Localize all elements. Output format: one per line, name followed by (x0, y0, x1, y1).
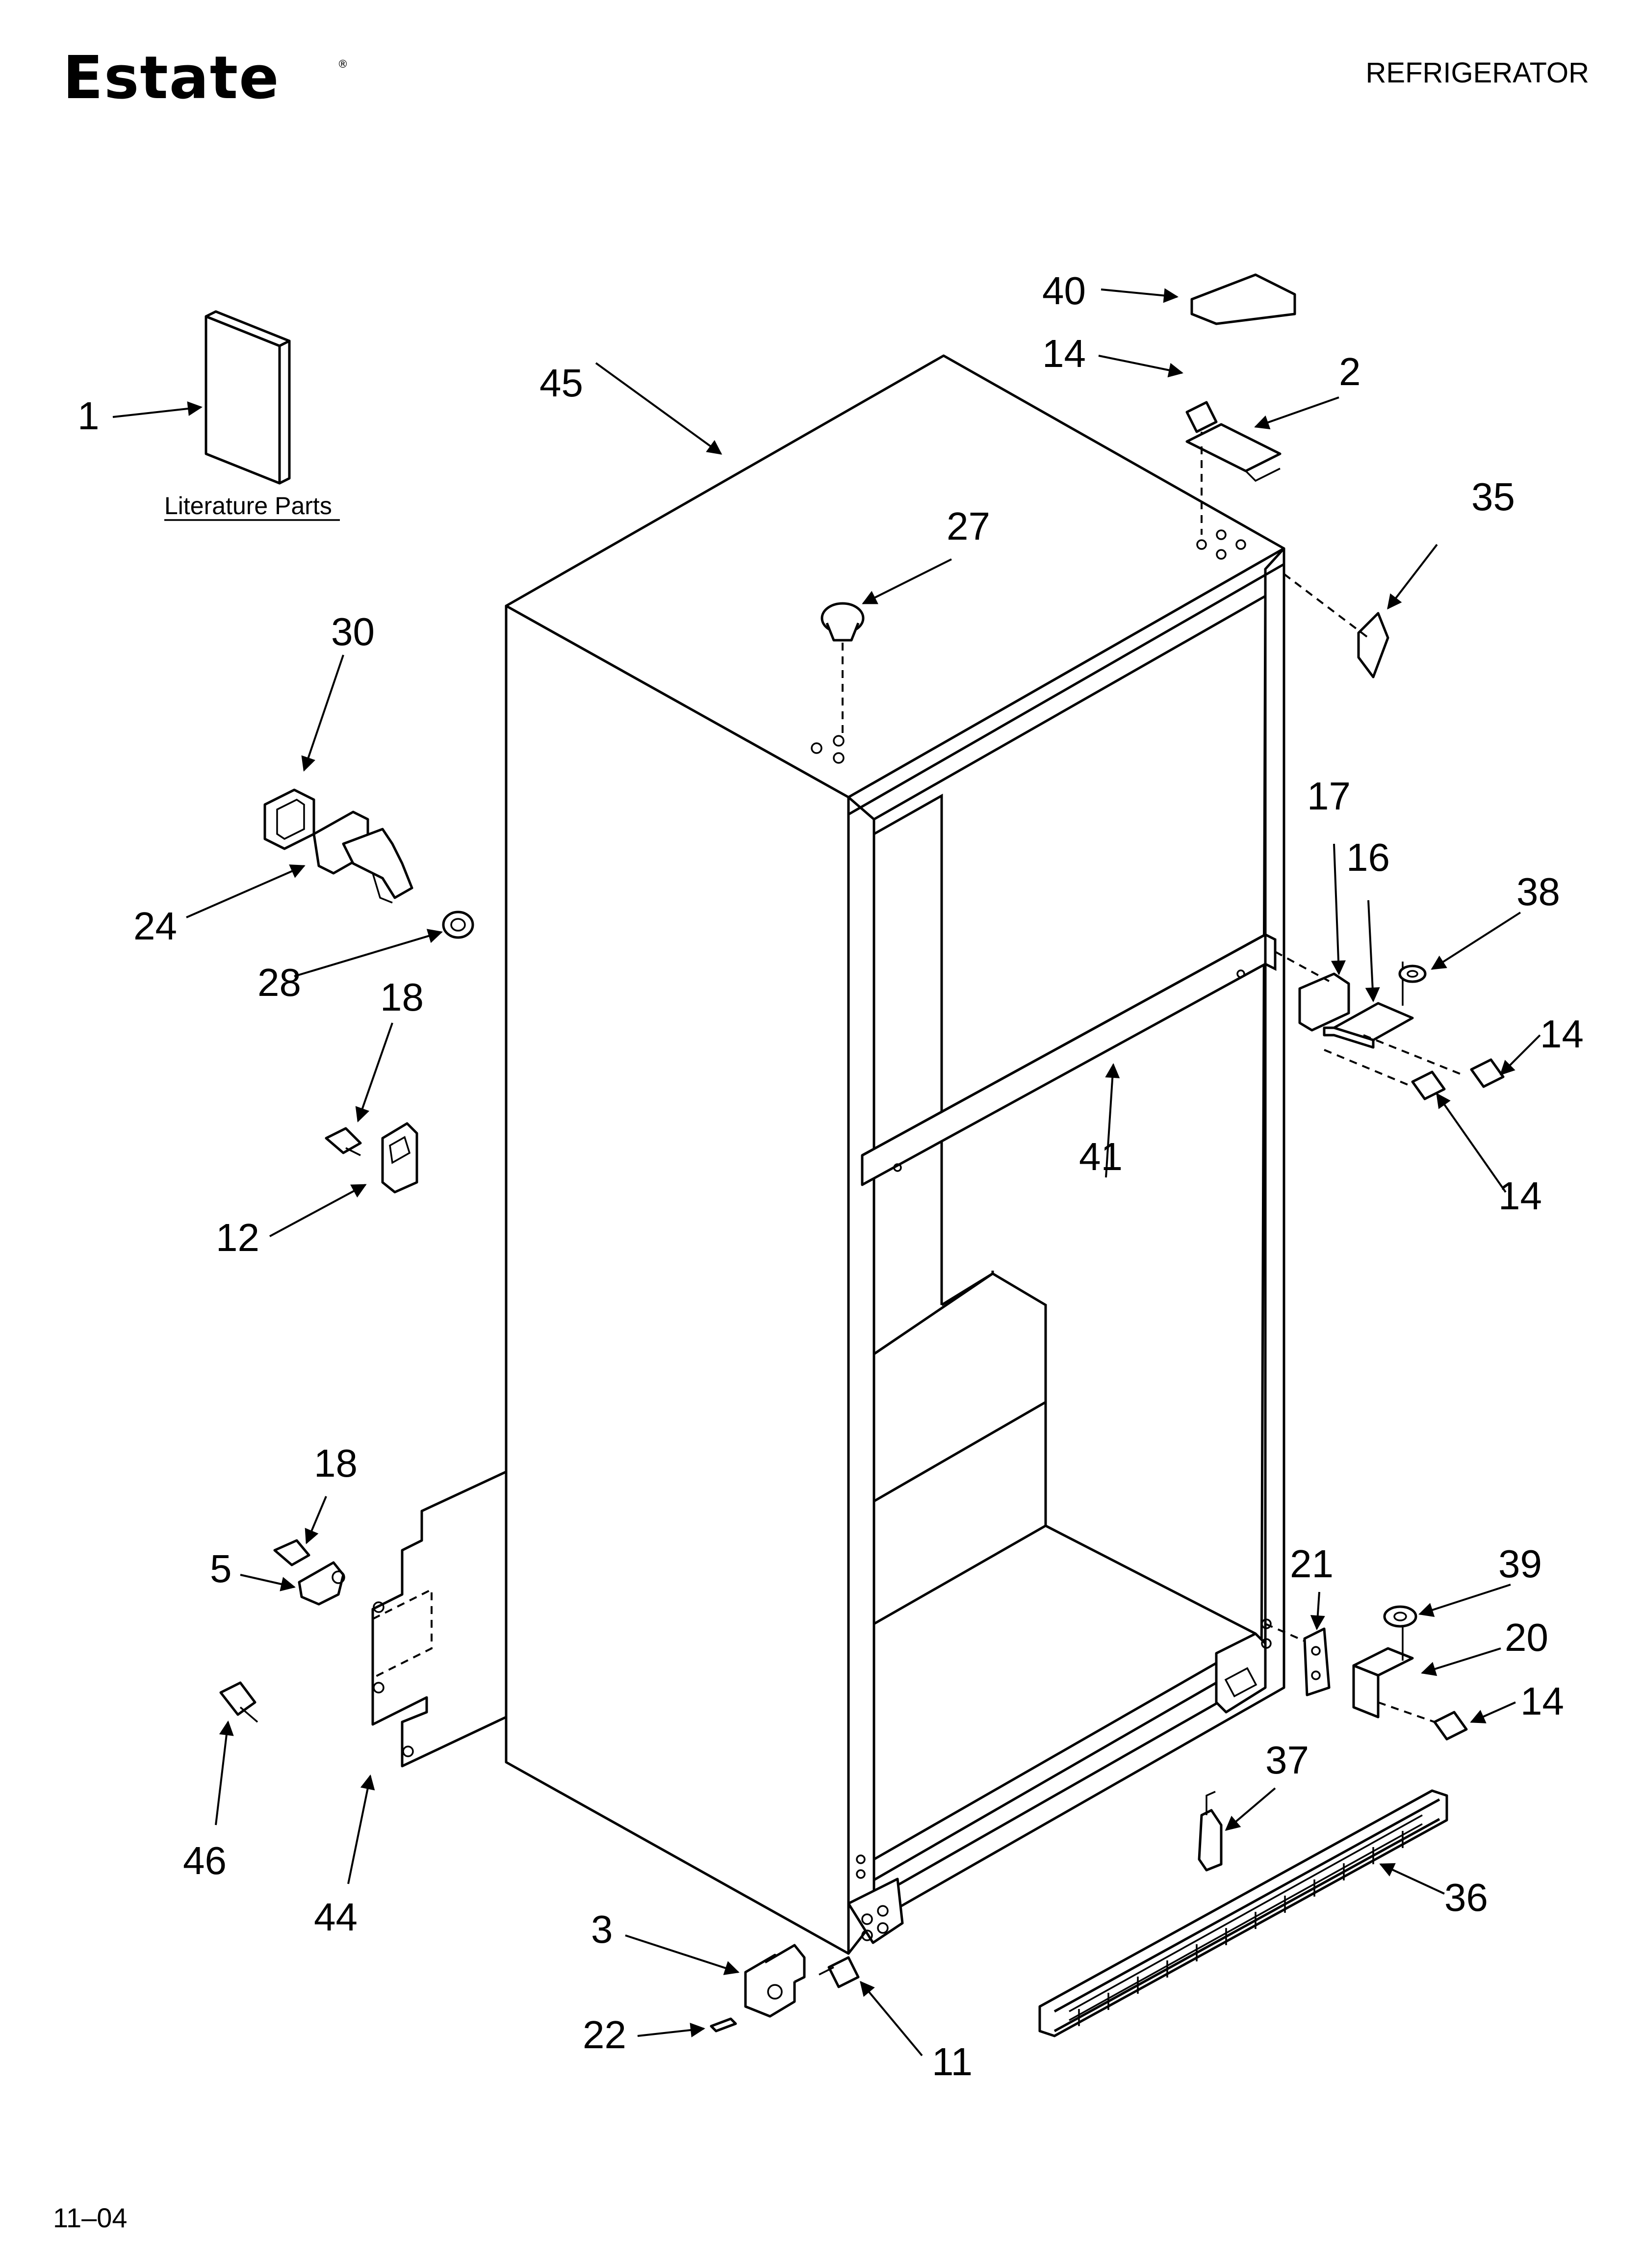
washer-38 (1398, 965, 1427, 983)
screw-14-bottom (1433, 1711, 1468, 1741)
callout-14-top: 14 (1042, 332, 1086, 375)
callout-36: 36 (1444, 1876, 1488, 1919)
callout-labels: 1 45 40 14 2 35 27 30 24 28 18 12 17 16 … (77, 269, 1584, 2084)
callout-3: 3 (591, 1907, 613, 1951)
callout-39: 39 (1498, 1542, 1542, 1586)
literature-parts-caption: Literature Parts (164, 492, 332, 520)
brand-logo: Estate (63, 44, 280, 112)
callout-45: 45 (539, 361, 583, 405)
door-stop-gasket (263, 788, 315, 850)
callout-44: 44 (314, 1895, 358, 1939)
callout-35: 35 (1471, 475, 1515, 519)
washer-39 (1383, 1605, 1417, 1628)
screw-14-top (1185, 401, 1218, 433)
callout-38: 38 (1516, 870, 1560, 913)
literature-parts-manual: Literature Parts (164, 310, 340, 521)
plug-button-27 (821, 602, 865, 736)
callout-2: 2 (1339, 350, 1361, 393)
door-stop-assembly (263, 788, 474, 939)
callout-40: 40 (1042, 269, 1086, 313)
callout-12: 12 (216, 1216, 259, 1259)
date-code: 11–04 (53, 2202, 128, 2233)
callout-28: 28 (257, 961, 301, 1004)
appliance-type: REFRIGERATOR (1366, 57, 1589, 89)
screw-11 (827, 1956, 860, 1988)
pin-22 (710, 2017, 737, 2033)
callout-46: 46 (183, 1839, 227, 1882)
hinge-cover (1190, 273, 1296, 325)
divider-rail (861, 933, 1277, 1186)
leader-lines (112, 288, 1541, 2057)
callout-18-lower: 18 (314, 1441, 358, 1485)
callout-11: 11 (932, 2040, 973, 2084)
door-stop-washer (442, 911, 474, 939)
shim-17 (1298, 972, 1350, 1032)
shim-21 (1303, 1627, 1331, 1696)
callout-18-upper: 18 (380, 975, 424, 1019)
callout-20: 20 (1505, 1616, 1548, 1659)
clamp-5 (273, 1539, 345, 1606)
hinge-cap (1357, 612, 1389, 678)
callout-21: 21 (1290, 1542, 1334, 1586)
screw-14-upper (1470, 1058, 1505, 1088)
top-hinge-assembly (1185, 273, 1389, 678)
callout-27: 27 (947, 504, 990, 548)
callout-24: 24 (133, 904, 177, 948)
leveling-assembly (710, 1944, 860, 2033)
screw-14-lower (1411, 1070, 1446, 1100)
center-hinge-assembly (1275, 951, 1505, 1100)
callout-1: 1 (77, 394, 100, 438)
callout-22: 22 (583, 2013, 626, 2057)
door-stop-pin (342, 828, 413, 899)
screw-18-lower (273, 1539, 310, 1566)
callout-17: 17 (1307, 774, 1351, 818)
screw-18-upper (325, 1127, 362, 1154)
header: Estate ® REFRIGERATOR (63, 44, 1589, 112)
bottom-hinge-assembly (1265, 1605, 1468, 1741)
top-hinge (1185, 423, 1282, 472)
callout-16: 16 (1346, 835, 1390, 879)
refrigerator-cabinet (505, 354, 1285, 1955)
rear-bracket (371, 1470, 508, 1768)
callout-5: 5 (210, 1547, 232, 1590)
toe-grille (1038, 1789, 1448, 2037)
clip-12 (325, 1122, 418, 1194)
callout-30: 30 (331, 610, 375, 653)
registered-mark: ® (337, 58, 348, 71)
grille-clip-37 (1198, 1791, 1223, 1872)
callout-41: 41 (1079, 1135, 1123, 1178)
screw-46 (219, 1681, 258, 1723)
callout-37: 37 (1265, 1738, 1309, 1782)
callout-14-center-lower: 14 (1498, 1174, 1542, 1218)
callout-14-center-upper: 14 (1540, 1012, 1584, 1056)
callout-14-bottom: 14 (1520, 1679, 1564, 1723)
